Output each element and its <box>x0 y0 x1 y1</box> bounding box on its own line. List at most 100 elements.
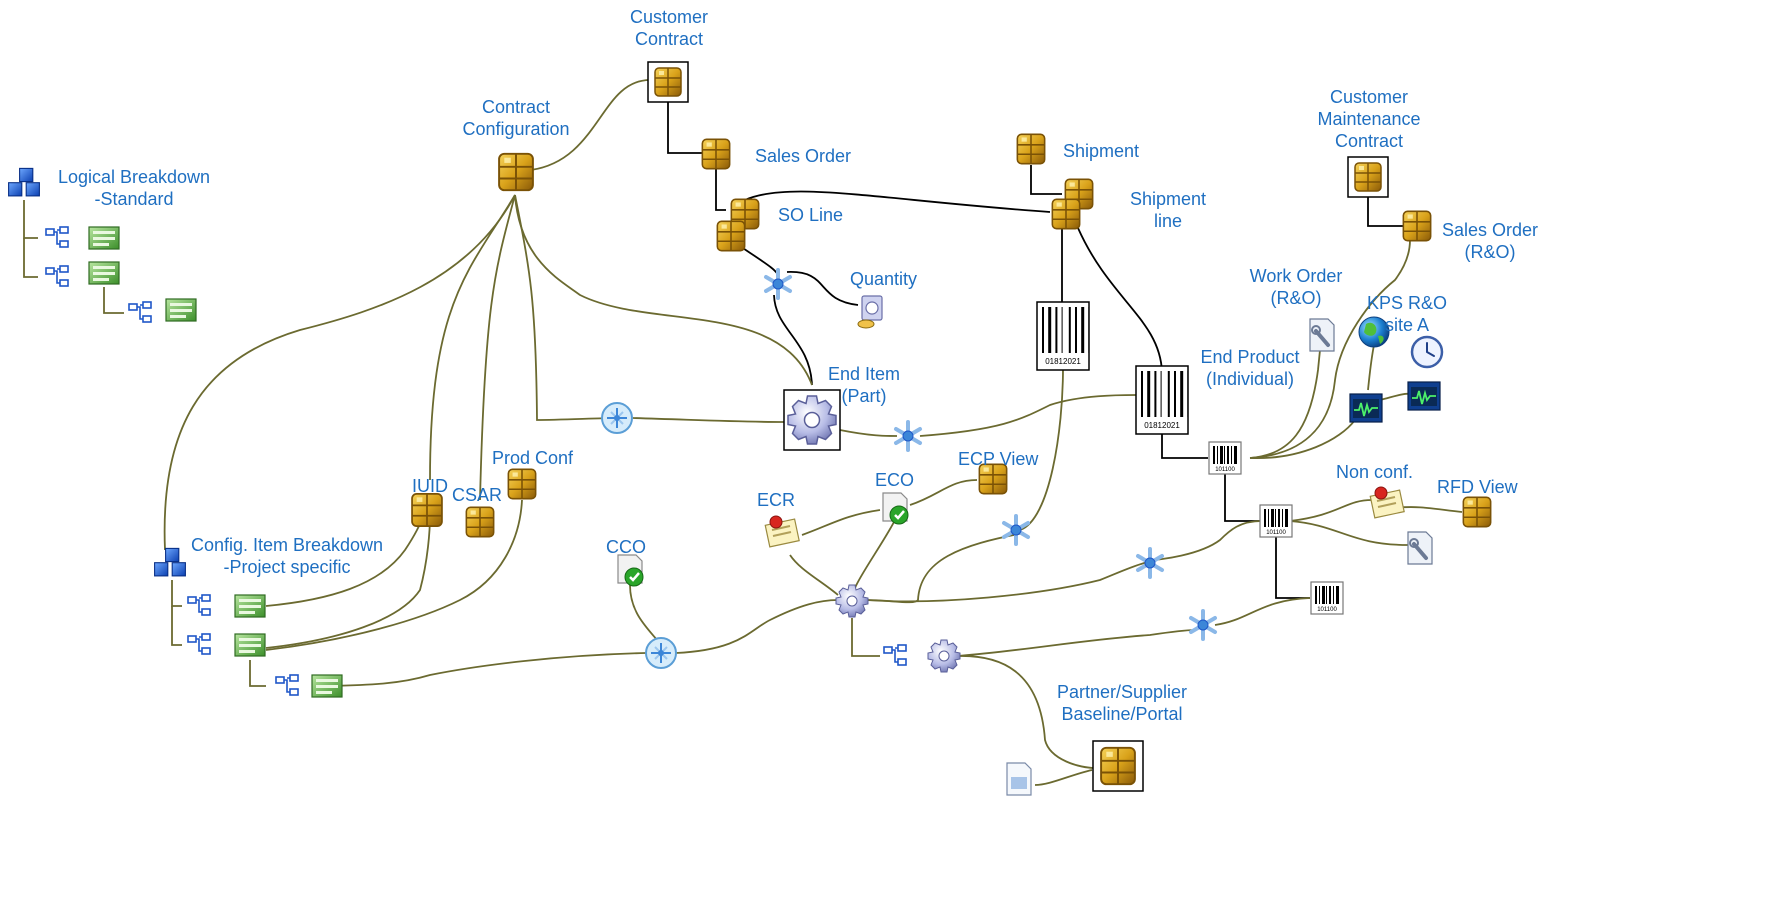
ecr-certificate-icon <box>764 515 801 548</box>
label-sales-order: Sales Order <box>755 146 852 166</box>
so-line-asterisk-node-icon <box>764 268 792 300</box>
config-hierarchy-icon-3 <box>275 674 299 696</box>
line-compass2-gear <box>675 599 839 654</box>
line-endproduct-smallbarcode <box>1161 430 1208 459</box>
label-eco: ECO <box>875 470 915 490</box>
ecp-asterisk-node-icon <box>1002 514 1030 546</box>
end-product-barcode-icon-text: 01812021 <box>1144 421 1180 430</box>
csar-database-icon <box>465 506 495 538</box>
rfd-wrench-document-icon <box>1406 530 1434 566</box>
label-work-order-ro: Work Order (R&O) <box>1249 266 1343 308</box>
label-ecr: ECR <box>757 490 796 510</box>
line-star3-barcode3 <box>1214 597 1311 626</box>
line-maintenance-salesorderro <box>1367 195 1403 227</box>
globe-icon <box>1358 316 1390 348</box>
label-end-item: End Item (Part) <box>827 364 901 406</box>
diagram-nodes: 01812021 01812021 101100 101100 101100 <box>8 61 1492 796</box>
end-product-barcode-icon-frame <box>1135 365 1189 435</box>
shipment-barcode-icon-frame <box>1036 301 1090 371</box>
supplier-gear-icon <box>927 639 961 673</box>
supplier-asterisk-node-icon <box>1189 609 1217 641</box>
label-customer-maintenance-contract: Customer Maintenance Contract <box>1317 87 1421 151</box>
logical-green-document-icon-1 <box>88 226 120 250</box>
line-cco-compass <box>629 584 662 646</box>
nonconf-barcode-icon-text: 101100 <box>1266 530 1286 536</box>
line-contract-salesorder <box>667 96 702 154</box>
line-logical-tree3 <box>103 287 124 314</box>
line-ecr-eco <box>801 509 881 536</box>
line-barcode2-barcode3 <box>1275 535 1310 599</box>
line-star-quantity <box>786 271 859 306</box>
line-config-enditem <box>514 194 813 386</box>
supplier-barcode-icon-text: 101100 <box>1317 607 1337 613</box>
line-logical-tree2 <box>23 238 38 278</box>
line-star2-barcode2 <box>1149 520 1263 561</box>
line-star-enditem <box>773 294 813 386</box>
partner-supplier-database-icon <box>1100 746 1136 786</box>
non-conf-certificate-icon <box>1369 486 1406 519</box>
line-shipmentline-endproduct <box>1077 227 1163 373</box>
label-so-line: SO Line <box>778 205 844 225</box>
label-ecp-view: ECP View <box>958 449 1039 469</box>
label-end-product: End Product (Individual) <box>1200 347 1300 389</box>
end-item-asterisk-node-icon <box>894 420 922 452</box>
contract-configuration-database-icon <box>498 152 534 192</box>
rfd-view-database-icon <box>1462 496 1492 528</box>
line-gear-tree <box>851 618 880 657</box>
config-green-document-icon-1 <box>234 594 266 618</box>
line-gdoc2-iuid <box>265 514 431 649</box>
prod-conf-database-icon <box>507 468 537 500</box>
quantity-icon <box>857 295 883 329</box>
label-quantity: Quantity <box>850 269 918 289</box>
line-nonconf-rfd <box>1394 506 1463 513</box>
label-non-conf: Non conf. <box>1336 462 1414 482</box>
label-shipment-line: Shipment line <box>1129 189 1207 231</box>
kps-monitor-icon-b <box>1407 381 1441 411</box>
so-line-database-icon-b <box>716 220 746 252</box>
line-barcode2-wrenchdoc <box>1289 520 1409 546</box>
logical-hierarchy-icon-1 <box>45 226 69 248</box>
connector-lines <box>23 79 1463 786</box>
eco-checked-document-icon <box>881 491 910 526</box>
partner-blank-document-icon <box>1006 762 1032 796</box>
label-contract-configuration: Contract Configuration <box>462 97 570 139</box>
end-product-small-barcode-icon-text: 101100 <box>1215 467 1235 473</box>
line-config-tree3 <box>249 660 266 687</box>
line-monitor1-globe <box>1367 344 1375 391</box>
logical-hierarchy-icon-2 <box>45 265 69 287</box>
label-cco: CCO <box>606 537 646 557</box>
line-compass-enditem <box>632 417 785 423</box>
line-eco-gear <box>854 519 896 589</box>
line-smallbarcode-monitor1 <box>1249 419 1356 459</box>
line-gear2-star3 <box>957 629 1196 657</box>
line-smallbarcode-barcode2 <box>1224 474 1262 522</box>
cco-compass-icon <box>645 637 677 669</box>
line-compass2-gdoc <box>329 652 647 687</box>
line-config-tree2 <box>171 606 182 646</box>
line-barcode2-nonconf <box>1289 499 1373 522</box>
label-rfd-view: RFD View <box>1437 477 1518 497</box>
label-customer-contract: Customer Contract <box>629 7 709 49</box>
prod-conf-compass-icon <box>601 402 633 434</box>
logical-breakdown-cubes-icon <box>8 167 40 197</box>
line-star-endproduct <box>919 394 1137 437</box>
kps-monitor-icon-a <box>1349 393 1383 423</box>
shipment-database-icon <box>1016 133 1046 165</box>
config-green-document-icon-3 <box>311 674 343 698</box>
label-shipment: Shipment <box>1063 141 1140 161</box>
label-sales-order-ro: Sales Order (R&O) <box>1441 220 1539 262</box>
logical-green-document-icon-3 <box>165 298 197 322</box>
line-gdoc2-prodconf <box>265 499 523 651</box>
customer-contract-database-icon <box>654 67 682 97</box>
iuid-database-icon <box>411 493 443 527</box>
line-enditem-star <box>839 429 898 437</box>
label-config-item-breakdown: Config. Item Breakdown -Project specific <box>190 535 384 577</box>
config-green-document-icon-2 <box>234 633 266 657</box>
shipment-barcode-icon-text: 01812021 <box>1045 357 1081 366</box>
line-eco-ecp <box>909 479 978 506</box>
sales-order-database-icon <box>701 138 731 170</box>
maintenance-contract-database-icon <box>1354 162 1382 192</box>
line-gear-star2 <box>865 561 1149 603</box>
